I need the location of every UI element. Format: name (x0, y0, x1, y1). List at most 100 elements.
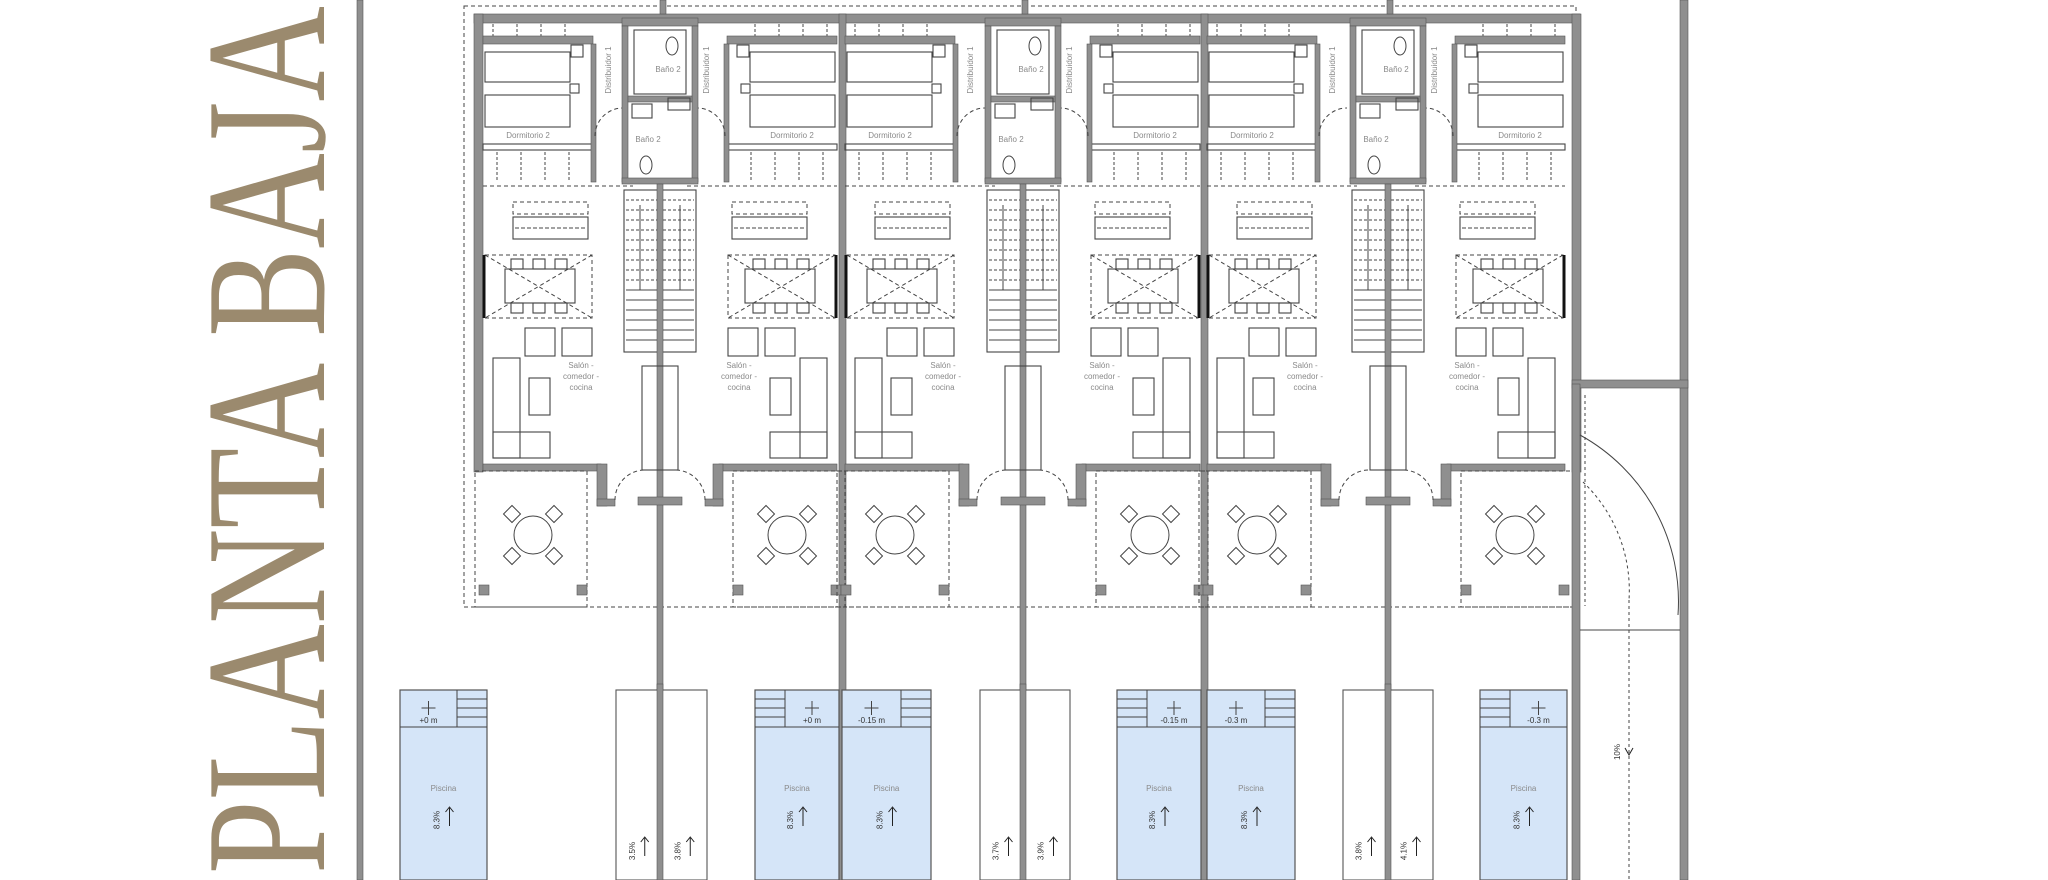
dining-chair (1502, 258, 1516, 270)
dining-chair (1480, 302, 1494, 314)
bed (846, 94, 933, 128)
bedroom-label: Dormitorio 2 (506, 131, 550, 140)
pool-label: Piscina (1238, 784, 1264, 793)
living-room-label: cocina (1293, 383, 1317, 392)
bedroom-lamp-table (1294, 44, 1308, 58)
party-wall (656, 683, 664, 880)
pool (841, 689, 932, 880)
bath-label: Baño 2 (1363, 135, 1389, 144)
terrace-chair (864, 504, 884, 524)
pool (754, 689, 840, 880)
toilet-icon (639, 155, 653, 175)
wardrobe-front (482, 143, 594, 151)
terrace (1198, 470, 1312, 608)
terrace-chair (1268, 504, 1288, 524)
sink (994, 103, 1016, 119)
terrace-table (1495, 515, 1535, 555)
bed (1208, 51, 1295, 83)
nightstand (1468, 83, 1479, 94)
bedroom-partition (1314, 43, 1321, 183)
entry-door-swing (1338, 469, 1370, 501)
living-room-label: Salón - (1089, 361, 1115, 370)
terrace-chair (1526, 504, 1546, 524)
sofa (1527, 357, 1556, 459)
dining-chair (510, 302, 524, 314)
living-room-label: comedor - (925, 372, 961, 381)
living-room-label: Salón - (726, 361, 752, 370)
coffee-table (1132, 377, 1155, 416)
pool-slope: 8.3% (876, 811, 885, 829)
dining-table (1228, 268, 1300, 304)
ramp-wall-top (1571, 379, 1689, 389)
living-room-label: cocina (1090, 383, 1114, 392)
living-room-label: Salón - (1454, 361, 1480, 370)
wardrobe-front (1206, 143, 1318, 151)
sofa-chaise (492, 431, 551, 459)
bed (1477, 94, 1564, 128)
core-wall (1419, 25, 1427, 183)
dining-chair (894, 258, 908, 270)
hallway-label: Distribuidor 1 (702, 46, 711, 94)
slope-arrow-icon (1049, 836, 1058, 856)
bedroom-lamp-table (1099, 44, 1113, 58)
terrace-chair (1268, 546, 1288, 566)
entry-landing (637, 496, 683, 506)
dining-chair (752, 302, 766, 314)
bedroom-partition (723, 43, 730, 183)
party-wall (1384, 683, 1392, 880)
bed (484, 94, 571, 128)
storage (1004, 365, 1042, 471)
coffee-table (1497, 377, 1520, 416)
slope-arrow-icon (685, 836, 695, 856)
terrace-pillar (1095, 584, 1107, 596)
hallway-label: Distribuidor 1 (1430, 46, 1439, 94)
bedroom-wall (1454, 35, 1566, 45)
hallway-label: Distribuidor 1 (1328, 46, 1337, 94)
core-wall-top (1349, 17, 1427, 27)
armchair (1455, 327, 1487, 357)
terrace-chair (1119, 504, 1139, 524)
core-wall-mid (627, 95, 693, 103)
living-room-label: comedor - (563, 372, 599, 381)
terrace-chair (502, 504, 522, 524)
dining-table (504, 268, 576, 304)
bedroom-partition (952, 43, 959, 183)
kitchen-counter (731, 216, 808, 240)
party-wall (1200, 13, 1209, 880)
storage (1369, 365, 1407, 471)
kitchen-appliances (731, 201, 808, 215)
entry-door-swing (674, 469, 706, 501)
dining-chair (554, 258, 568, 270)
coffee-table (528, 377, 551, 416)
bedroom-door-swing (1059, 107, 1089, 137)
bedroom-door-swing (1318, 107, 1348, 137)
dining-chair (1159, 302, 1173, 314)
nightstand (569, 83, 580, 94)
terrace-chair (1161, 546, 1181, 566)
dining-chair (796, 258, 810, 270)
dining-area (1090, 254, 1199, 319)
pool-label: Piscina (784, 784, 810, 793)
sofa (1216, 357, 1245, 459)
terrace-chair (544, 504, 564, 524)
terrace-pillar (1202, 584, 1214, 596)
terrace-table (875, 515, 915, 555)
terrace-pillar (478, 584, 490, 596)
dining-area (727, 254, 836, 319)
dining-table (744, 268, 816, 304)
party-wall (1384, 183, 1392, 880)
party-wall-stub (659, 0, 667, 15)
dining-chair (1524, 302, 1538, 314)
terrace (474, 470, 588, 608)
entry-landing (1365, 496, 1411, 506)
sink (1359, 103, 1381, 119)
entry-step (704, 498, 724, 507)
slope-arrow-icon (1160, 806, 1170, 826)
hallway-label: Distribuidor 1 (1065, 46, 1074, 94)
sink (667, 97, 691, 111)
armchair (1127, 327, 1159, 357)
terrace-chair (906, 504, 926, 524)
bedroom-wall (1206, 35, 1318, 45)
dining-chair (1115, 302, 1129, 314)
wardrobe-front (1089, 143, 1201, 151)
